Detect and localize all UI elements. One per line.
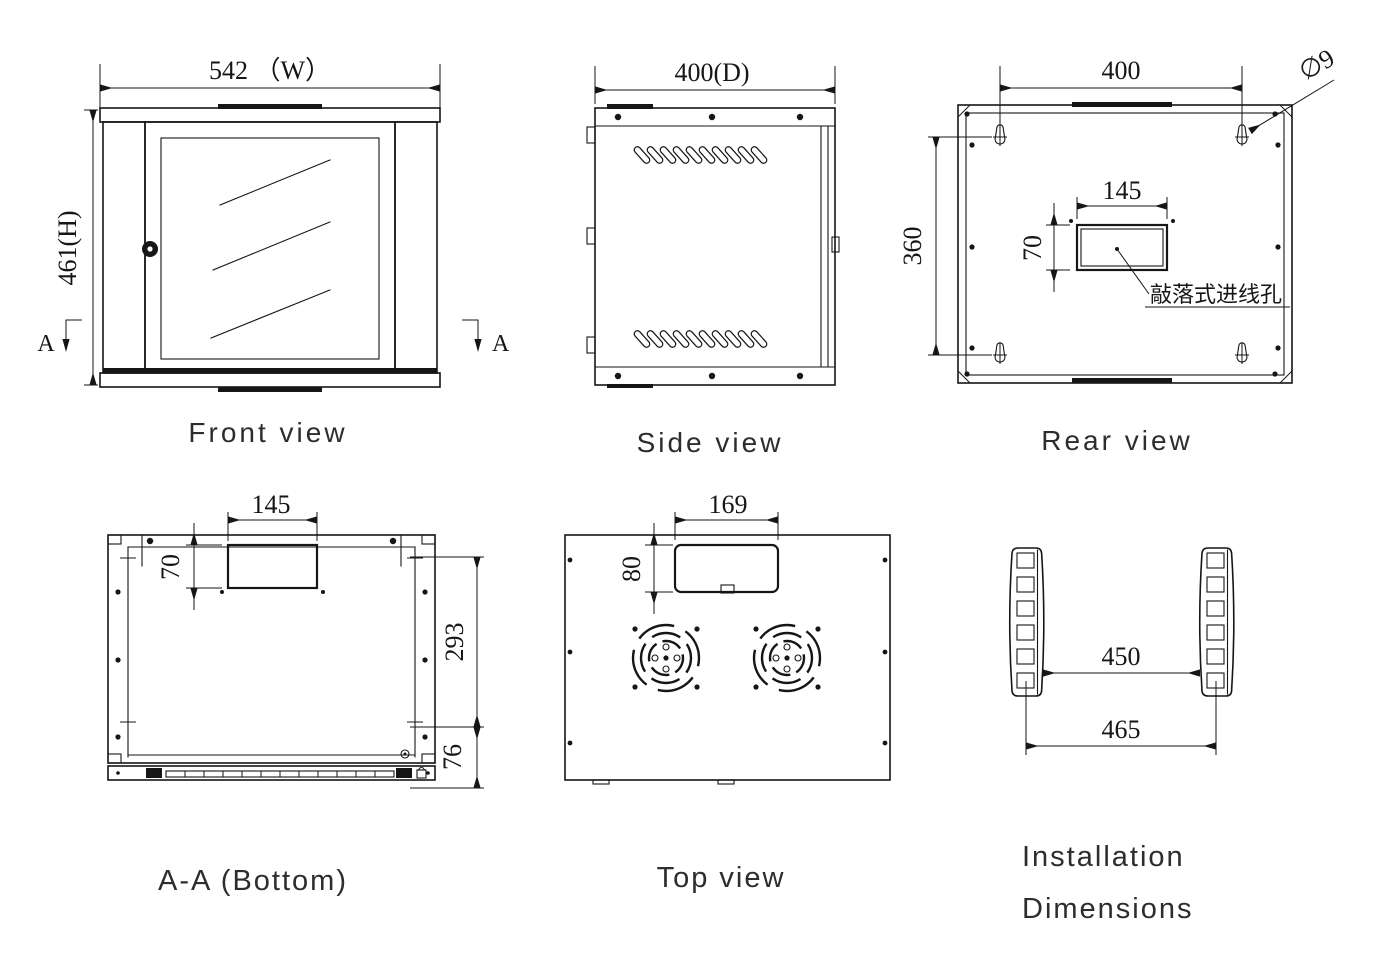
hinge [586,126,596,144]
cable-entry-note: 敲落式进线孔 [1150,282,1282,307]
top-cutout-height-dimension: 80 [617,556,646,582]
bottom-front-offset-dimension: 76 [438,744,467,770]
vent-slots-top [632,144,769,166]
hinge [586,336,596,354]
bottom-panel [107,534,436,764]
rear-mount-width-dimension: 400 [1102,56,1141,85]
rail-outer-dimension: 465 [1102,715,1141,744]
cable-entry-cutout [1075,223,1169,272]
bottom-inner-depth-dimension: 293 [440,623,469,662]
rear-mount-height-dimension: 360 [898,227,927,266]
side-view-label: Side view [637,427,784,458]
bottom-view-label: A-A (Bottom) [158,865,348,897]
front-frame-strip [107,765,436,781]
bottom-cable-cutout [226,543,319,590]
side-depth-dimension: 400(D) [674,58,749,87]
section-arrow-icon [474,339,482,352]
rail-inner-dimension: 450 [1102,642,1141,671]
bottom-view: 145 70 293 76 A-A (Bottom) [107,490,484,897]
top-view: 169 80 Top view [564,490,891,894]
front-height-dimension: 461(H) [53,210,82,285]
fan-grille-icon [631,623,701,693]
section-arrow-icon [62,339,70,352]
vent-slots-bottom [632,328,769,350]
keyhole-slot-icon [1234,342,1250,365]
top-cable-cutout [673,543,780,594]
door-latch [831,236,840,253]
section-marker-left: A [37,319,82,357]
keyhole-slot-icon [992,342,1008,365]
hinge [586,227,596,245]
front-width-dimension: 542 （W） [209,56,331,85]
front-door [144,121,396,374]
rear-cutout-width-dimension: 145 [1103,176,1142,205]
hinge-block [146,768,162,778]
side-view: 400(D) Side view [586,58,840,458]
section-letter: A [37,331,55,357]
door-glass [160,137,380,360]
front-view-label: Front view [188,417,347,448]
fan-grille-icon [752,623,822,693]
side-body [594,107,836,386]
section-marker-right: A [462,319,510,357]
rear-hole-diameter-dimension: ∅9 [1294,43,1339,86]
bottom-cutout-width-dimension: 145 [252,490,291,519]
bottom-cutout-height-dimension: 70 [156,554,185,580]
section-letter: A [492,331,510,357]
front-view: 542 （W） 461(H) A A Front view [37,56,510,448]
rear-panel [957,104,1293,384]
rear-cutout-height-dimension: 70 [1018,235,1047,261]
rear-view: 400 ∅9 360 145 70 敲落式进线孔 Rear view [898,43,1339,456]
installation-label-line1: Installation [1022,841,1185,873]
lock-icon [416,769,427,779]
rear-view-label: Rear view [1041,425,1192,456]
mounting-rail-right [1198,547,1235,697]
mounting-rail-left [1008,547,1045,697]
installation-label-line2: Dimensions [1022,893,1194,925]
top-panel [564,534,891,781]
installation-view: 450 465 Installation Dimensions [1008,547,1235,925]
hinge-block [396,768,412,778]
top-view-label: Top view [657,862,786,894]
front-right-panel [394,121,438,374]
bottom-handle-recess [218,387,322,392]
top-handle-recess [218,104,322,109]
front-left-panel [102,121,146,374]
top-cutout-width-dimension: 169 [709,490,748,519]
